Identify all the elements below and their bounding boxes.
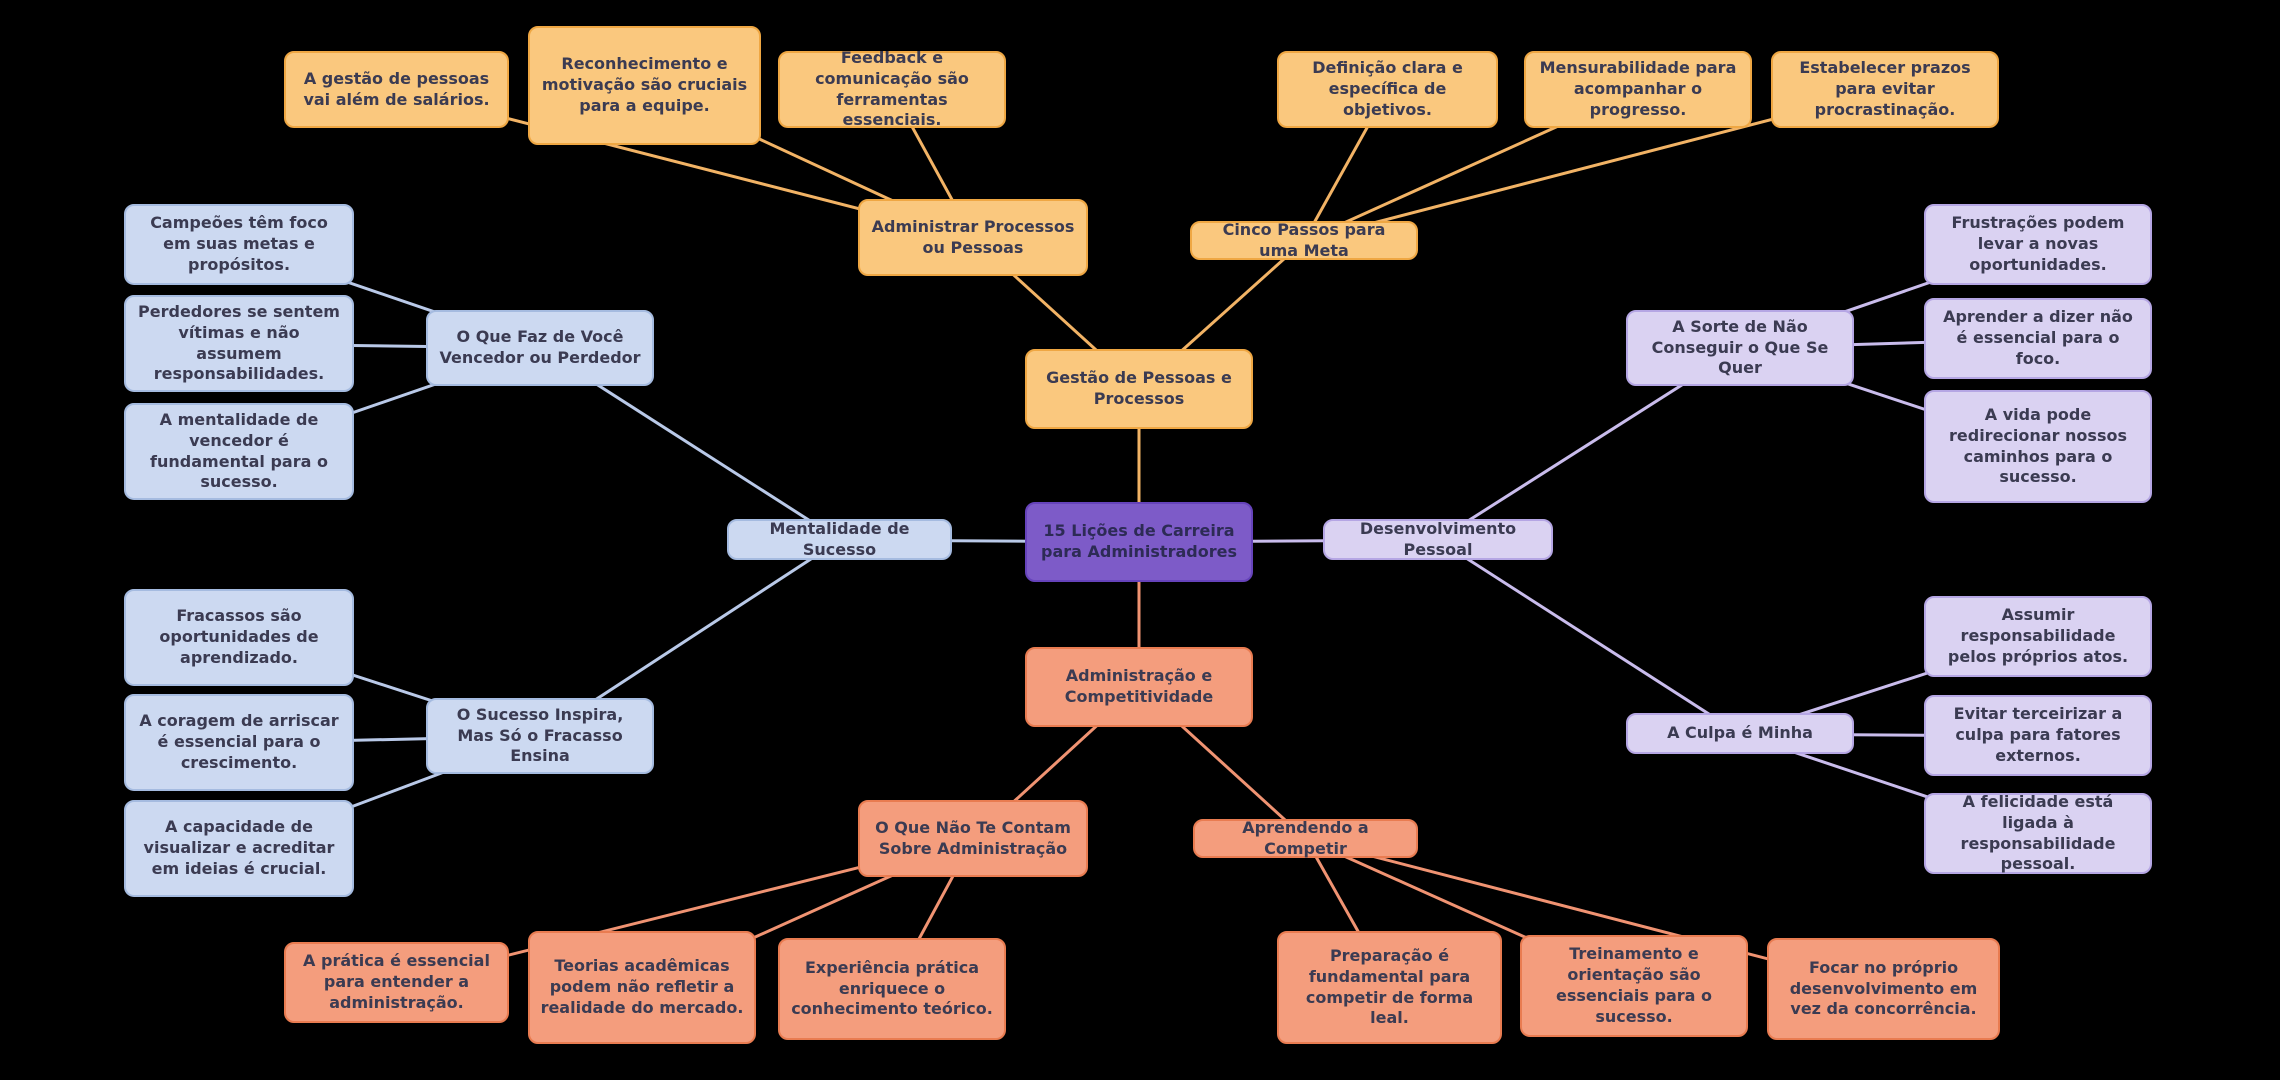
node-label: Assumir responsabilidade pelos próprios … [1947, 605, 2129, 666]
node-label: A Culpa é Minha [1667, 723, 1813, 743]
leaf-sucesso-visualizar[interactable]: A capacidade de visualizar e acreditar e… [124, 800, 354, 897]
node-branch-gestao[interactable]: Gestão de Pessoas e Processos [1025, 349, 1253, 429]
node-label: A prática é essencial para entender a ad… [303, 951, 490, 1012]
node-central[interactable]: 15 Lições de Carreira para Administrador… [1025, 502, 1253, 582]
leaf-competir-focar[interactable]: Focar no próprio desenvolvimento em vez … [1767, 938, 2000, 1040]
node-label: Aprender a dizer não é essencial para o … [1943, 307, 2133, 368]
node-topic-sucesso-inspira[interactable]: O Sucesso Inspira, Mas Só o Fracasso Ens… [426, 698, 654, 774]
node-label: Evitar terceirizar a culpa para fatores … [1953, 704, 2123, 765]
node-branch-administracao[interactable]: Administração e Competitividade [1025, 647, 1253, 727]
node-label: 15 Lições de Carreira para Administrador… [1041, 521, 1237, 561]
leaf-gestao-reconhecimento[interactable]: Reconhecimento e motivação são cruciais … [528, 26, 761, 145]
node-branch-desenvolvimento[interactable]: Desenvolvimento Pessoal [1323, 519, 1553, 560]
leaf-culpa-assumir[interactable]: Assumir responsabilidade pelos próprios … [1924, 596, 2152, 677]
node-label: Teorias acadêmicas podem não refletir a … [540, 956, 744, 1017]
node-label: Desenvolvimento Pessoal [1359, 518, 1517, 559]
node-topic-sorte[interactable]: A Sorte de Não Conseguir o Que Se Quer [1626, 310, 1854, 386]
leaf-meta-mensurabilidade[interactable]: Mensurabilidade para acompanhar o progre… [1524, 51, 1752, 128]
edges-desenvolvimento [1138, 243, 2039, 836]
edge [1437, 538, 1741, 736]
node-label: A vida pode redirecionar nossos caminhos… [1949, 404, 2127, 487]
node-label: A mentalidade de vencedor é fundamental … [150, 409, 328, 492]
leaf-admin-teorias[interactable]: Teorias acadêmicas podem não refletir a … [528, 931, 756, 1044]
node-label: A gestão de pessoas vai além de salários… [303, 68, 490, 109]
node-label: Fracassos são oportunidades de aprendiza… [159, 606, 319, 667]
node-label: Treinamento e orientação são essenciais … [1556, 944, 1712, 1026]
leaf-culpa-terceirizar[interactable]: Evitar terceirizar a culpa para fatores … [1924, 695, 2152, 776]
node-label: Perdedores se sentem vítimas e não assum… [138, 301, 340, 384]
leaf-sorte-redirecionar[interactable]: A vida pode redirecionar nossos caminhos… [1924, 390, 2152, 503]
node-label: Reconhecimento e motivação são cruciais … [541, 54, 748, 115]
leaf-competir-preparacao[interactable]: Preparação é fundamental para competir d… [1277, 931, 1502, 1044]
leaf-vencedor-mentalidade[interactable]: A mentalidade de vencedor é fundamental … [124, 403, 354, 500]
node-label: Estabelecer prazos para evitar procrasti… [1799, 58, 1971, 119]
node-topic-cinco-passos[interactable]: Cinco Passos para uma Meta [1190, 219, 1418, 260]
leaf-admin-experiencia[interactable]: Experiência prática enriquece o conhecim… [778, 938, 1006, 1040]
node-label: Experiência prática enriquece o conhecim… [791, 957, 993, 1019]
node-label: Mentalidade de Sucesso [769, 518, 910, 559]
leaf-sorte-dizer-nao[interactable]: Aprender a dizer não é essencial para o … [1924, 298, 2152, 379]
leaf-meta-definicao[interactable]: Definição clara e específica de objetivo… [1277, 51, 1498, 128]
node-branch-mentalidade[interactable]: Mentalidade de Sucesso [727, 519, 952, 560]
node-label: A coragem de arriscar é essencial para o… [139, 711, 339, 772]
node-label: O Que Não Te Contam Sobre Administração [875, 817, 1071, 858]
node-topic-aprendendo-competir[interactable]: Aprendendo a Competir [1193, 817, 1418, 858]
node-label: Focar no próprio desenvolvimento em vez … [1789, 957, 1978, 1019]
node-topic-administrar-processos[interactable]: Administrar Processos ou Pessoas [858, 199, 1088, 276]
node-label: O Que Faz de Você Vencedor ou Perdedor [439, 327, 641, 367]
leaf-vencedor-campeoes[interactable]: Campeões têm foco em suas metas e propós… [124, 204, 354, 285]
node-label: Gestão de Pessoas e Processos [1046, 368, 1232, 408]
leaf-meta-prazos[interactable]: Estabelecer prazos para evitar procrasti… [1771, 51, 1999, 128]
node-label: O Sucesso Inspira, Mas Só o Fracasso Ens… [456, 704, 624, 766]
node-topic-vencedor-perdedor[interactable]: O Que Faz de Você Vencedor ou Perdedor [426, 310, 654, 386]
node-label: A Sorte de Não Conseguir o Que Se Quer [1651, 316, 1829, 378]
leaf-competir-treinamento[interactable]: Treinamento e orientação são essenciais … [1520, 935, 1748, 1037]
node-label: A capacidade de visualizar e acreditar e… [143, 817, 335, 878]
leaf-culpa-felicidade[interactable]: A felicidade está ligada à responsabilid… [1924, 791, 2152, 874]
leaf-sucesso-fracassos[interactable]: Fracassos são oportunidades de aprendiza… [124, 589, 354, 686]
leaf-sorte-frustracoes[interactable]: Frustrações podem levar a novas oportuni… [1924, 204, 2152, 285]
node-label: Mensurabilidade para acompanhar o progre… [1539, 58, 1737, 119]
node-label: Aprendendo a Competir [1242, 817, 1369, 858]
node-topic-culpa[interactable]: A Culpa é Minha [1626, 713, 1854, 754]
node-topic-nao-te-contam[interactable]: O Que Não Te Contam Sobre Administração [858, 800, 1088, 877]
node-label: Definição clara e específica de objetivo… [1312, 58, 1463, 119]
node-label: A felicidade está ligada à responsabilid… [1960, 791, 2116, 874]
node-label: Frustrações podem levar a novas oportuni… [1951, 213, 2125, 274]
node-label: Feedback e comunicação são ferramentas e… [815, 47, 969, 130]
node-label: Cinco Passos para uma Meta [1222, 219, 1386, 260]
node-label: Administrar Processos ou Pessoas [871, 216, 1075, 257]
leaf-admin-pratica[interactable]: A prática é essencial para entender a ad… [284, 942, 509, 1023]
leaf-gestao-salarios[interactable]: A gestão de pessoas vai além de salários… [284, 51, 509, 128]
node-label: Administração e Competitividade [1064, 666, 1214, 706]
leaf-gestao-feedback[interactable]: Feedback e comunicação são ferramentas e… [778, 47, 1006, 130]
node-label: Preparação é fundamental para competir d… [1305, 945, 1474, 1028]
leaf-vencedor-perdedores[interactable]: Perdedores se sentem vítimas e não assum… [124, 295, 354, 392]
edges-mentalidade [238, 243, 1140, 851]
leaf-sucesso-coragem[interactable]: A coragem de arriscar é essencial para o… [124, 694, 354, 791]
node-label: Campeões têm foco em suas metas e propós… [150, 213, 328, 274]
